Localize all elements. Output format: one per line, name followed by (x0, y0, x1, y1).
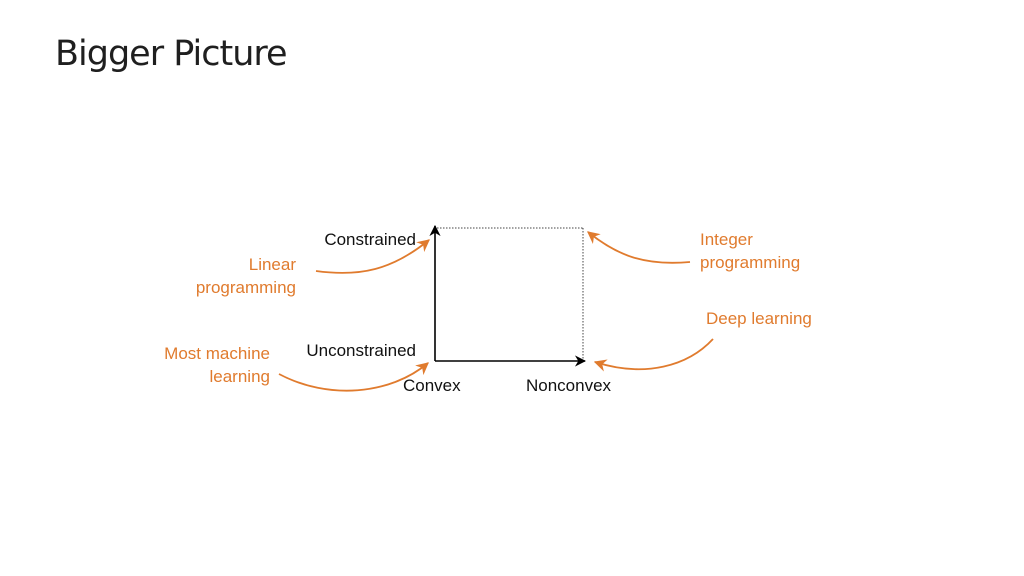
slide-title: Bigger Picture (55, 34, 288, 74)
label-convex: Convex (403, 376, 461, 395)
label-nonconvex: Nonconvex (526, 376, 612, 395)
arrow-linear-programming (315, 239, 430, 274)
arrow-deep-learning (593, 338, 714, 372)
arrow-integer-programming (587, 231, 691, 264)
arrow-most-machine-learning (278, 362, 429, 392)
annotation-deep-learning: Deep learning (706, 309, 812, 328)
label-constrained: Constrained (324, 230, 416, 249)
annotation-linear-programming: Linear programming (195, 255, 296, 297)
label-unconstrained: Unconstrained (306, 341, 416, 360)
annotation-integer-programming: Integer programming (700, 230, 801, 272)
annotation-most-machine-learning: Most machine learning (164, 344, 270, 386)
